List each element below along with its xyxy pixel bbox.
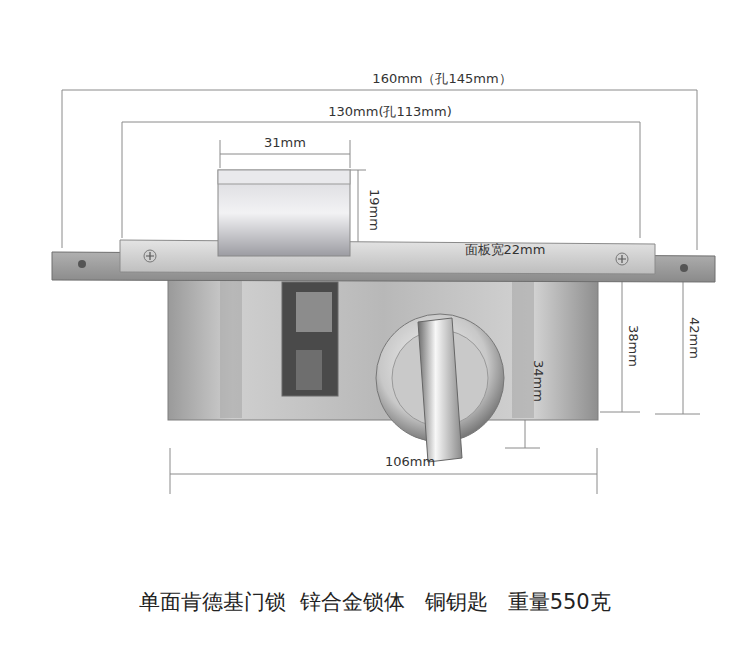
latch-window [282,282,338,396]
dimension-label: 31mm [264,136,306,150]
dimension-label: 34mm [531,360,545,402]
inner-faceplate [120,240,655,274]
mount-hole [680,264,688,272]
latch-part [296,292,332,332]
body-rib [512,280,534,418]
dimension-label: 面板宽22mm [465,243,546,257]
latch-part [296,350,322,390]
dimension-label: 160mm（孔145mm） [372,72,511,86]
caption: 单面肯德基门锁 锌合金锁体 铜钥匙 重量550克 [139,590,611,615]
mount-hole [78,260,86,268]
body-rib [220,280,242,418]
dimension-lines [62,90,700,494]
screw [144,250,628,265]
dimension-label: 130mm(孔113mm) [328,105,451,119]
latch-bolt-top [218,170,350,184]
dimension-label: 38mm [626,325,640,367]
dimension-label: 19mm [367,189,381,231]
latch-bolt [218,170,350,256]
dimension-label: 106mm [385,455,435,469]
thumb-turn [418,318,462,462]
dimension-label: 42mm [687,317,701,359]
